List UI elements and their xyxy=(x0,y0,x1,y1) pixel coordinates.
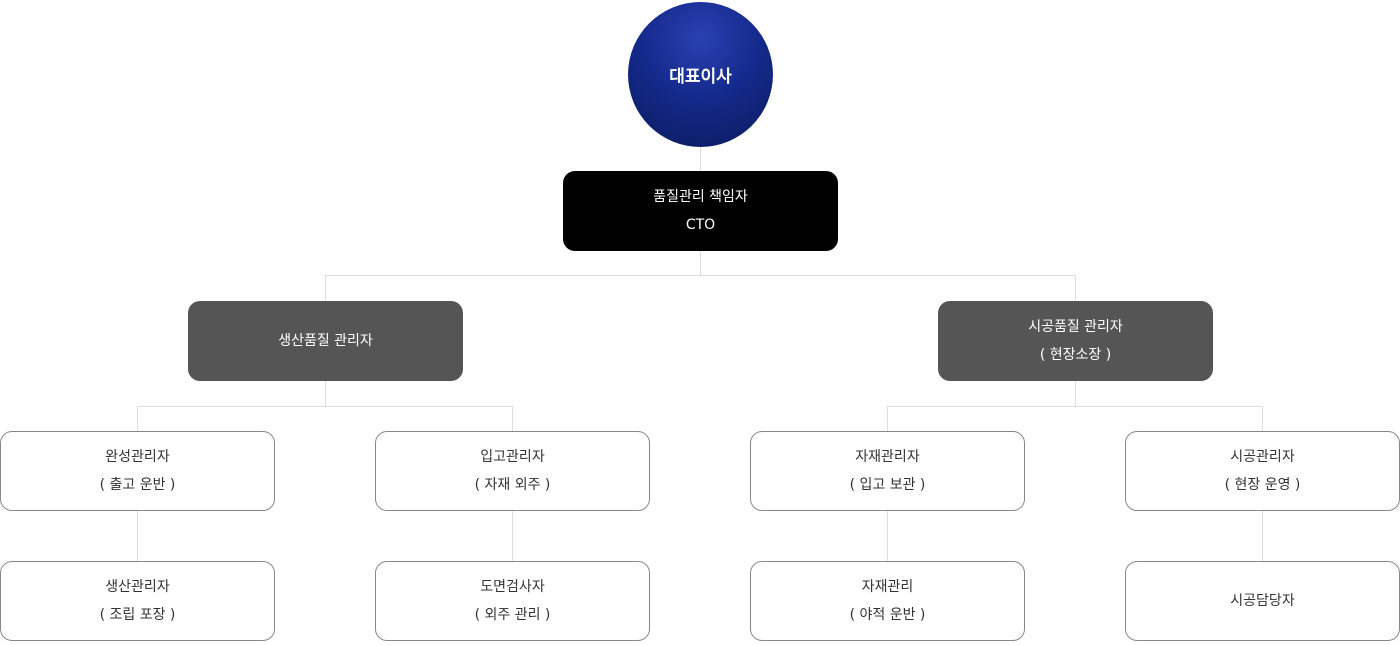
ceo-node: 대표이사 xyxy=(628,2,773,147)
construction-quality-title: 시공품질 관리자 xyxy=(1028,319,1123,335)
material-management-node: 자재관리 ( 야적 운반 ) xyxy=(750,561,1025,641)
construction-manager-node: 시공관리자 ( 현장 운영 ) xyxy=(1125,431,1400,511)
connector-material-to-management xyxy=(887,511,888,561)
cto-title: 품질관리 책임자 xyxy=(653,189,748,205)
receiving-manager-title: 입고관리자 xyxy=(480,449,545,465)
connector-construction-to-staff xyxy=(1262,511,1263,561)
ceo-title: 대표이사 xyxy=(669,67,732,87)
connector-cto-down xyxy=(700,251,701,275)
construction-manager-title: 시공관리자 xyxy=(1230,449,1295,465)
drawing-inspector-node: 도면검사자 ( 외주 관리 ) xyxy=(375,561,650,641)
construction-staff-title: 시공담당자 xyxy=(1230,593,1295,609)
drawing-inspector-subtitle: ( 외주 관리 ) xyxy=(474,607,551,623)
connector-left-horizontal xyxy=(137,406,513,407)
connector-completion-to-production xyxy=(137,511,138,561)
connector-receiving-to-drawing xyxy=(512,511,513,561)
completion-manager-title: 완성관리자 xyxy=(105,449,170,465)
construction-staff-node: 시공담당자 xyxy=(1125,561,1400,641)
connector-to-receiving-manager xyxy=(512,406,513,431)
drawing-inspector-title: 도면검사자 xyxy=(480,579,545,595)
connector-level2-horizontal xyxy=(325,275,1076,276)
connector-to-material-manager xyxy=(887,406,888,431)
construction-quality-subtitle: ( 현장소장 ) xyxy=(1039,347,1112,363)
connector-to-completion-manager xyxy=(137,406,138,431)
material-management-title: 자재관리 xyxy=(861,579,914,595)
completion-manager-subtitle: ( 출고 운반 ) xyxy=(99,477,176,493)
production-quality-node: 생산품질 관리자 xyxy=(188,301,463,381)
connector-right-horizontal xyxy=(887,406,1263,407)
production-manager-node: 생산관리자 ( 조립 포장 ) xyxy=(0,561,275,641)
material-manager-subtitle: ( 입고 보관 ) xyxy=(849,477,926,493)
production-quality-title: 생산품질 관리자 xyxy=(278,333,373,349)
completion-manager-node: 완성관리자 ( 출고 운반 ) xyxy=(0,431,275,511)
connector-production-quality-down xyxy=(325,381,326,406)
connector-to-construction-manager xyxy=(1262,406,1263,431)
construction-quality-node: 시공품질 관리자 ( 현장소장 ) xyxy=(938,301,1213,381)
connector-construction-quality-down xyxy=(1075,381,1076,406)
cto-subtitle: CTO xyxy=(685,217,716,233)
production-manager-subtitle: ( 조립 포장 ) xyxy=(99,607,176,623)
connector-to-construction-quality xyxy=(1075,275,1076,301)
connector-ceo-cto xyxy=(700,147,701,171)
construction-manager-subtitle: ( 현장 운영 ) xyxy=(1224,477,1301,493)
production-manager-title: 생산관리자 xyxy=(105,579,170,595)
receiving-manager-subtitle: ( 자재 외주 ) xyxy=(474,477,551,493)
cto-node: 품질관리 책임자 CTO xyxy=(563,171,838,251)
material-manager-node: 자재관리자 ( 입고 보관 ) xyxy=(750,431,1025,511)
receiving-manager-node: 입고관리자 ( 자재 외주 ) xyxy=(375,431,650,511)
material-management-subtitle: ( 야적 운반 ) xyxy=(849,607,926,623)
material-manager-title: 자재관리자 xyxy=(855,449,920,465)
connector-to-production-quality xyxy=(325,275,326,301)
